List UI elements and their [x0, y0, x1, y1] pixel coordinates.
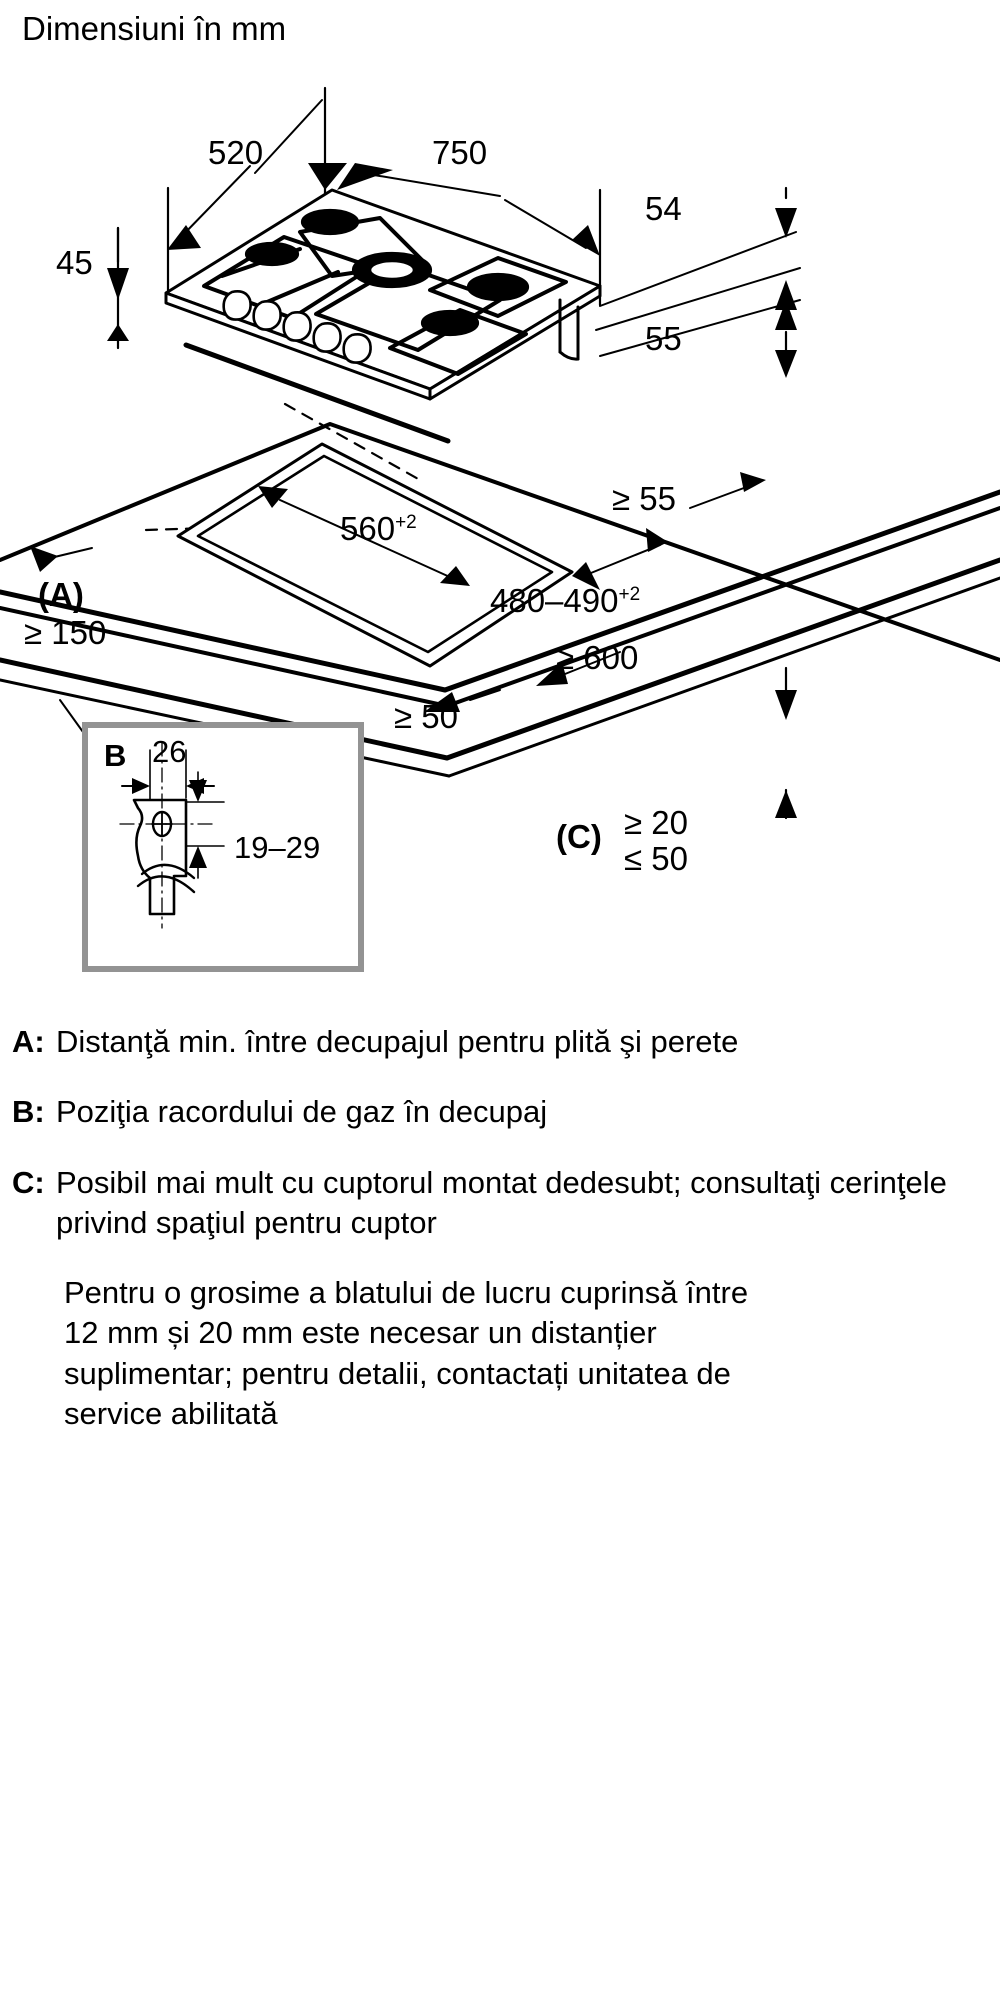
- dim-label-a: (A): [38, 576, 84, 613]
- arrowhead-560-left: [258, 486, 288, 508]
- control-knobs: [222, 290, 372, 364]
- arrowhead-55-up: [775, 300, 797, 330]
- dim-label-55: 55: [645, 320, 682, 357]
- arrowhead-750-left: [337, 163, 393, 190]
- arrowhead-ge50: [424, 692, 460, 712]
- worktop-band-top: [0, 657, 450, 761]
- arrowhead-560-right: [440, 566, 470, 586]
- legend-key-c: C:: [12, 1164, 45, 1200]
- dim-label-45: 45: [56, 244, 93, 281]
- legend-text-c: Posibil mai mult cu cuptorul montat dede…: [56, 1164, 947, 1240]
- inset-dim-label-19-29: 19–29: [234, 830, 321, 865]
- legend-text-a: Distanţă min. între decupajul pentru pli…: [56, 1024, 739, 1059]
- dim-label-480-490: 480–490+2: [490, 584, 640, 617]
- dim-label-c: (C): [556, 818, 602, 855]
- arrowhead-520-right: [308, 163, 347, 190]
- arrowhead-1929-down: [189, 780, 207, 802]
- inset-b-drawing: [119, 741, 225, 929]
- hob-bevel-line: [183, 342, 451, 444]
- dim-label-min-600: ≥ 600: [556, 639, 639, 676]
- legend-key-a: A:: [12, 1024, 45, 1059]
- worktop-front-edge-upper: [0, 589, 448, 693]
- gas-pipe: [558, 298, 580, 361]
- dim-label-750: 750: [432, 134, 488, 171]
- hose-curve-upper: [140, 863, 196, 880]
- dim-label-min-55: ≥ 55: [612, 480, 676, 517]
- dim-label-560-tolerance: +2: [395, 512, 417, 533]
- dim-label-480-value: 480–490: [490, 582, 619, 619]
- arrowhead-520-left: [167, 225, 201, 250]
- arrowhead-1929-up: [189, 846, 207, 868]
- dim-label-min-150: ≥ 150: [24, 614, 107, 651]
- dim-label-480-tolerance: +2: [618, 584, 641, 605]
- worktop-rear-edge: [0, 422, 1000, 662]
- arrowhead-750-right: [572, 225, 600, 256]
- dim-label-min-50: ≥ 50: [394, 698, 458, 735]
- arrowhead-26-right: [132, 778, 150, 794]
- burner-left: [244, 241, 300, 267]
- worktop-front-edge-right: [442, 489, 1000, 693]
- inset-b-box: B: [82, 722, 364, 972]
- dim-label-max-50: ≤ 50: [624, 840, 688, 877]
- dim-label-520: 520: [208, 134, 264, 171]
- burner-front: [420, 309, 480, 337]
- hose-curve-lower: [136, 875, 196, 894]
- legend-row-c: C: Posibil mai mult cu cuptorul montat d…: [12, 1163, 988, 1244]
- arrowhead-55-down: [775, 350, 797, 378]
- burner-caps: [244, 208, 530, 337]
- cutout-opening-inner: [196, 454, 554, 654]
- technical-drawing: [0, 86, 1000, 820]
- legend-text-b: Poziţia racordului de gaz în decupaj: [56, 1094, 548, 1130]
- legend-row-b: B: Poziţia racordului de gaz în decupaj: [12, 1092, 988, 1132]
- inset-dim-label-26: 26: [152, 734, 187, 769]
- arrowhead-480-right: [646, 528, 668, 552]
- arrowhead-45-down: [107, 268, 129, 300]
- arrowhead-c-down: [775, 690, 797, 720]
- legend-key-b: B:: [12, 1094, 45, 1130]
- inset-b-letter: B: [104, 738, 127, 773]
- dim-label-min-20: ≥ 20: [624, 804, 688, 841]
- arrowhead-54-down: [775, 208, 797, 238]
- arrowhead-ge600: [536, 662, 568, 686]
- worktop-thickness-note: Pentru o grosime a blatului de lucru cup…: [64, 1275, 749, 1432]
- dim-label-560-value: 560: [340, 510, 396, 547]
- arrowhead-ge55: [740, 472, 766, 492]
- dim-label-54: 54: [645, 190, 682, 227]
- dim-label-560: 560+2: [340, 512, 417, 545]
- legend-row-a: A: Distanţă min. între decupajul pentru …: [12, 1022, 988, 1062]
- legend-block: A: Distanţă min. între decupajul pentru …: [12, 1022, 988, 1434]
- burner-rear-left: [300, 208, 360, 236]
- arrowhead-45-up: [107, 324, 129, 341]
- burner-right: [466, 272, 530, 302]
- page-title: Dimensiuni în mm: [22, 10, 287, 47]
- projection-dashed-line: [283, 402, 422, 482]
